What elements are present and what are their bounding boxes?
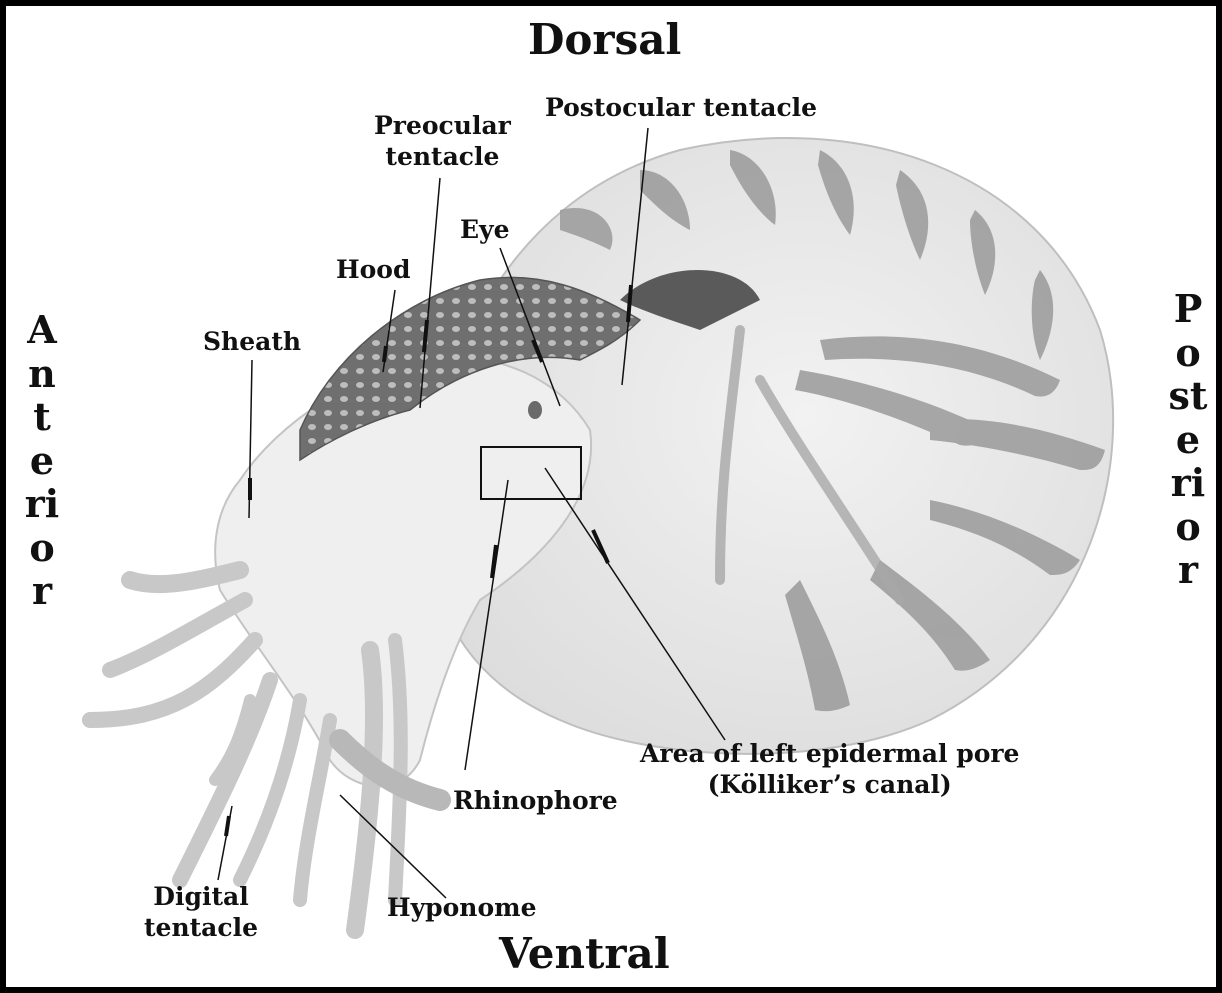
sheath-label: Sheath <box>203 326 301 357</box>
pore-area-label: Area of left epidermal pore (Kölliker’s … <box>640 738 1019 800</box>
hyponome-label: Hyponome <box>387 892 537 923</box>
anterior-label: Anterior <box>22 308 62 613</box>
ventral-label: Ventral <box>499 932 670 976</box>
postocular-tentacle-label: Postocular tentacle <box>545 92 817 123</box>
digital-tentacle-label: Digital tentacle <box>144 881 258 943</box>
dorsal-label: Dorsal <box>528 18 681 62</box>
hood-label: Hood <box>336 254 410 285</box>
posterior-label: Posterior <box>1168 287 1208 592</box>
rhinophore-label: Rhinophore <box>453 785 618 816</box>
preocular-tentacle-label: Preocular tentacle <box>374 110 511 172</box>
eye <box>528 401 542 419</box>
eye-label: Eye <box>460 214 510 245</box>
